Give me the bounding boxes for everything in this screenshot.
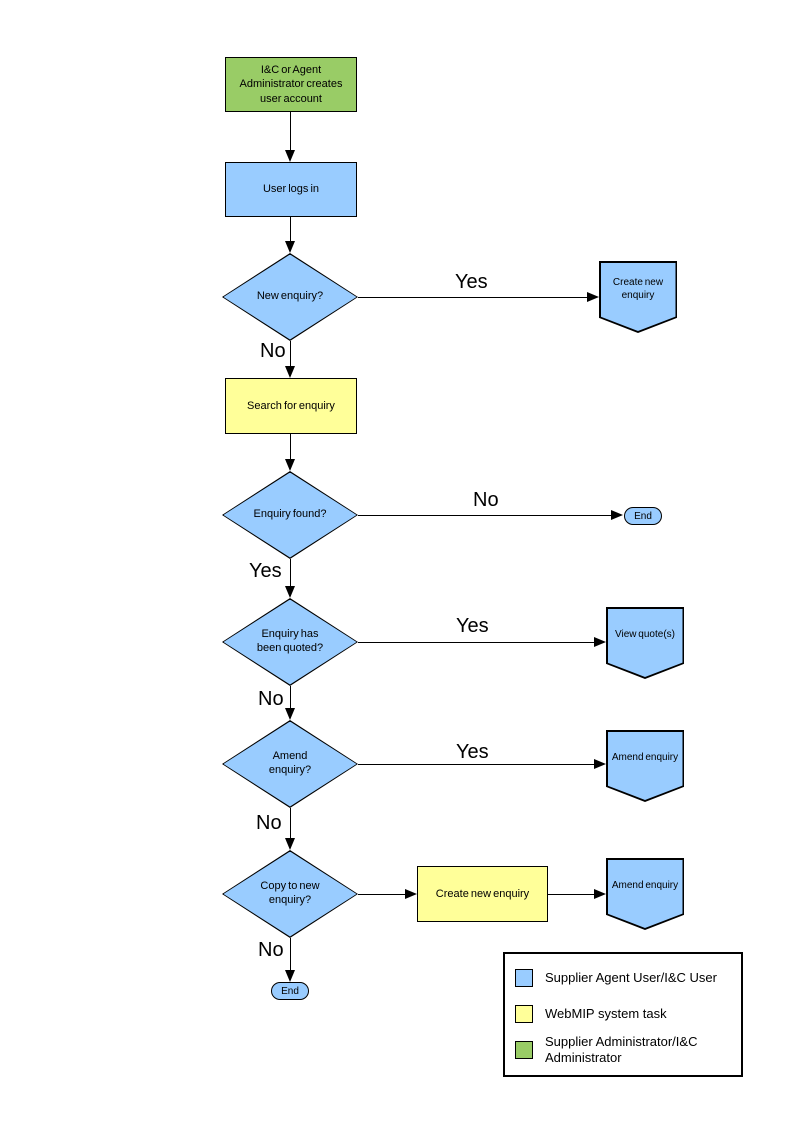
node-label: Enquiry has been quoted?	[256, 628, 324, 654]
connector-line	[290, 559, 291, 588]
offpage-create-new-enquiry: Create new enquiry	[599, 261, 677, 333]
connector-line	[290, 686, 291, 710]
arrowhead-down	[285, 241, 295, 253]
node-label: Create new enquiry	[435, 887, 530, 900]
legend-item-supplier-administrator: Supplier Administrator/I&C Administrator	[515, 1032, 735, 1068]
node-user-logs-in: User logs in	[225, 162, 357, 217]
node-label: Copy to new enquiry?	[260, 880, 320, 906]
edge-label-copy-no: No	[258, 939, 284, 961]
node-label: Amend enquiry	[611, 752, 679, 763]
node-label: Amend enquiry?	[268, 750, 312, 776]
node-label: End	[281, 985, 299, 997]
node-label: Enquiry found?	[253, 508, 327, 521]
decision-enquiry-found: Enquiry found?	[222, 471, 358, 559]
edge-label-enquiry-found-no: No	[473, 489, 499, 511]
connector-line	[358, 642, 594, 643]
connector-line	[290, 938, 291, 971]
connector-line	[358, 297, 587, 298]
legend: Supplier Agent User/I&C User WebMIP syst…	[503, 952, 743, 1077]
legend-item-webmip-system-task: WebMIP system task	[515, 996, 735, 1032]
arrowhead-right	[405, 889, 417, 899]
connector-line	[290, 217, 291, 243]
edge-label-amend-yes: Yes	[456, 741, 489, 763]
edge-label-quoted-yes: Yes	[456, 615, 489, 637]
connector-line	[548, 894, 594, 895]
process-create-new-enquiry: Create new enquiry	[417, 866, 548, 922]
pentagon-fill	[607, 608, 683, 677]
arrowhead-right	[594, 759, 606, 769]
terminator-end-1: End	[624, 507, 662, 525]
arrowhead-right	[587, 292, 599, 302]
node-label: I&C or Agent Administrator creates user …	[239, 64, 343, 105]
legend-swatch-green	[515, 1041, 533, 1059]
legend-label: WebMIP system task	[545, 1005, 667, 1021]
process-search-for-enquiry: Search for enquiry	[225, 378, 357, 434]
pentagon-fill	[607, 731, 683, 800]
legend-item-supplier-agent-user: Supplier Agent User/I&C User	[515, 960, 735, 996]
connector-line	[290, 434, 291, 461]
arrowhead-right	[594, 637, 606, 647]
legend-label: Supplier Administrator/I&C Administrator	[545, 1033, 698, 1065]
legend-swatch-yellow	[515, 1005, 533, 1023]
node-admin-creates-account: I&C or Agent Administrator creates user …	[225, 57, 357, 112]
arrowhead-down	[285, 366, 295, 378]
node-label: End	[634, 510, 652, 522]
connector-line	[290, 341, 291, 368]
decision-copy-to-new-enquiry: Copy to new enquiry?	[222, 850, 358, 938]
connector-line	[290, 808, 291, 839]
offpage-amend-enquiry-2: Amend enquiry	[606, 858, 684, 930]
arrowhead-right	[611, 510, 623, 520]
arrowhead-right	[594, 889, 606, 899]
node-label: Create new enquiry	[612, 277, 664, 301]
edge-label-enquiry-found-yes: Yes	[249, 560, 282, 582]
edge-label-amend-no: No	[256, 812, 282, 834]
connector-line	[358, 894, 405, 895]
offpage-view-quotes: View quote(s)	[606, 607, 684, 679]
node-label: User logs in	[262, 183, 320, 196]
legend-swatch-blue	[515, 969, 533, 987]
node-label: View quote(s)	[615, 629, 675, 640]
arrowhead-down	[285, 586, 295, 598]
connector-line	[290, 112, 291, 152]
node-label: Search for enquiry	[247, 399, 335, 412]
arrowhead-down	[285, 459, 295, 471]
arrowhead-down	[285, 708, 295, 720]
decision-new-enquiry: New enquiry?	[222, 253, 358, 341]
legend-label: Supplier Agent User/I&C User	[545, 969, 717, 985]
edge-label-new-enquiry-no: No	[260, 340, 286, 362]
offpage-amend-enquiry-1: Amend enquiry	[606, 730, 684, 802]
decision-amend-enquiry: Amend enquiry?	[222, 720, 358, 808]
node-label: Amend enquiry	[611, 880, 679, 891]
arrowhead-down	[285, 970, 295, 982]
decision-enquiry-quoted: Enquiry has been quoted?	[222, 598, 358, 686]
edge-label-quoted-no: No	[258, 688, 284, 710]
pentagon-fill	[607, 859, 683, 928]
connector-line	[358, 515, 611, 516]
arrowhead-down	[285, 838, 295, 850]
node-label: New enquiry?	[256, 290, 324, 303]
connector-line	[358, 764, 594, 765]
edge-label-new-enquiry-yes: Yes	[455, 271, 488, 293]
arrowhead-down	[285, 150, 295, 162]
terminator-end-2: End	[271, 982, 309, 1000]
pentagon-fill	[600, 262, 676, 331]
